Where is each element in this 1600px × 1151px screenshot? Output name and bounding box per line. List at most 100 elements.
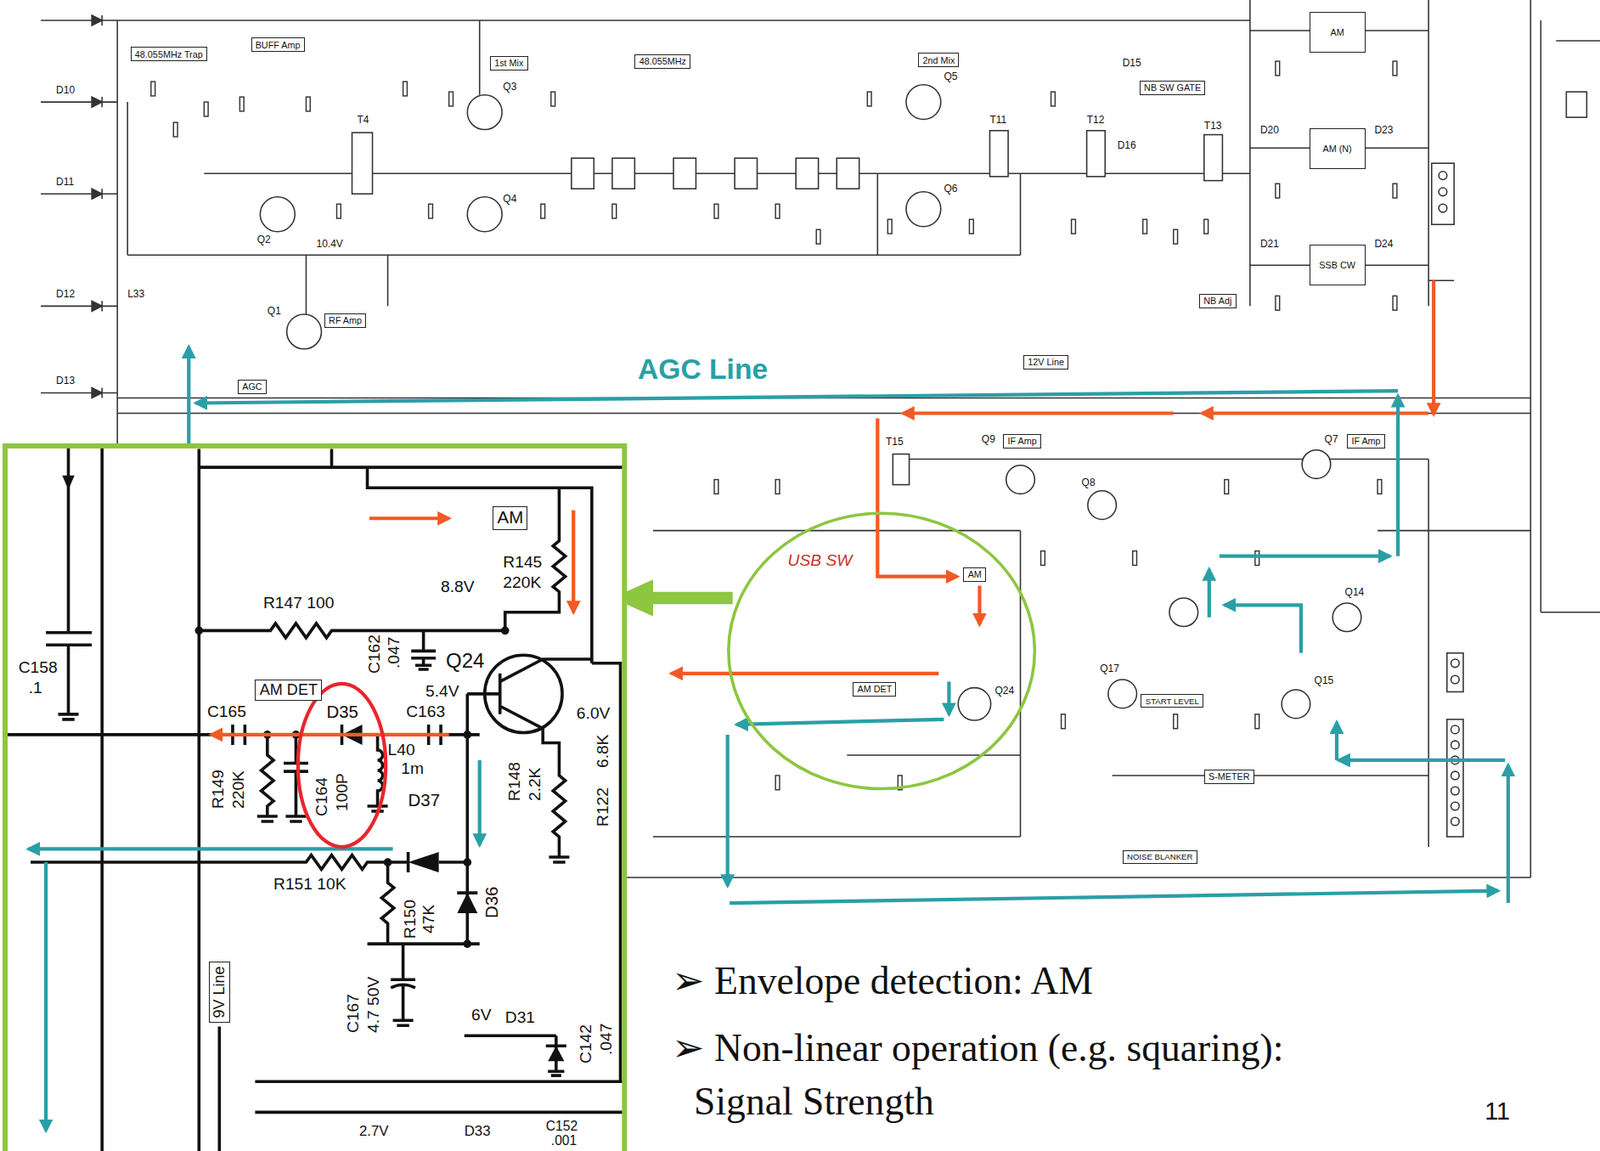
part-label: .047 xyxy=(384,636,404,669)
block-label: NB SW GATE xyxy=(1139,80,1206,96)
resistor-symbol xyxy=(1392,295,1398,310)
box-text: 48.055MHz Trap xyxy=(135,49,203,60)
schematic-ref: D11 xyxy=(56,176,74,189)
agc-path-arrow xyxy=(726,734,730,886)
resistor-symbol xyxy=(867,91,872,107)
part-label: R151 10K xyxy=(273,874,346,894)
inset-symbol-fill xyxy=(408,851,440,873)
inset-symbol-fill xyxy=(383,857,393,867)
highlight-circle xyxy=(728,512,1035,789)
transistor-symbol xyxy=(1169,597,1199,627)
block-label: NB Adj xyxy=(1199,293,1237,309)
filter-block: SSB CW xyxy=(1309,244,1366,286)
resistor-symbol xyxy=(428,203,434,219)
resistor-symbol xyxy=(887,219,892,234)
agc-path-arrow xyxy=(729,890,1499,903)
resistor-symbol xyxy=(403,81,408,96)
transistor-symbol xyxy=(259,197,295,232)
resistor-symbol xyxy=(1275,183,1280,198)
transistor-symbol xyxy=(957,687,991,721)
resistor-symbol xyxy=(1173,229,1178,244)
resistor-symbol xyxy=(1275,61,1280,76)
box-text: AM DET xyxy=(857,683,893,694)
highlight-ring xyxy=(298,683,386,847)
schematic-wiring xyxy=(91,15,102,398)
box-text: NB SW GATE xyxy=(1143,82,1201,93)
handwritten-note: USB SW xyxy=(788,551,853,570)
schematic-ref: Q2 xyxy=(257,234,271,247)
signal-path-arrow xyxy=(1201,411,1429,415)
inset-path-arrow xyxy=(28,510,575,1131)
connector-block xyxy=(1438,171,1448,181)
box-text: AM xyxy=(1330,27,1345,38)
resistor-symbol xyxy=(1173,714,1178,729)
signal-path-arrow xyxy=(977,585,981,626)
part-label: R147 100 xyxy=(263,593,334,613)
resistor-symbol xyxy=(151,81,156,96)
transformer-symbol xyxy=(989,130,1009,177)
block-label: 48.055MHz xyxy=(634,54,691,69)
box-text: START LEVEL xyxy=(1145,696,1200,706)
resistor-symbol xyxy=(551,91,556,107)
connector-block xyxy=(1451,816,1460,826)
box-text: AM DET xyxy=(259,681,318,699)
connector-block xyxy=(1566,91,1587,118)
block-label: AM xyxy=(963,567,986,582)
agc-path-arrow xyxy=(1338,758,1505,762)
resistor-symbol xyxy=(1392,61,1398,76)
block-label: START LEVEL xyxy=(1140,693,1204,708)
bullet-text: Signal Strength xyxy=(693,1079,935,1125)
transistor-symbol xyxy=(1281,689,1311,719)
resistor-symbol xyxy=(969,219,974,234)
part-label: D31 xyxy=(505,1008,536,1027)
part-label: 220K xyxy=(502,573,541,592)
part-label: C152 xyxy=(546,1118,578,1134)
transistor-symbol xyxy=(1006,465,1036,495)
inset-wiring xyxy=(484,654,563,733)
resistor-symbol xyxy=(1377,479,1382,495)
box-text: AM xyxy=(497,507,524,528)
block-label: 2nd Mix xyxy=(918,52,959,68)
transformer-symbol xyxy=(734,157,757,189)
transistor-symbol xyxy=(287,314,322,350)
part-label: D36 xyxy=(482,886,502,919)
part-label: C162 xyxy=(365,634,384,674)
inset-symbol-fill xyxy=(462,730,472,739)
part-label: R122 xyxy=(593,787,613,827)
inset-symbol-fill xyxy=(61,475,564,1062)
inset-wiring xyxy=(367,861,480,944)
connector-block xyxy=(1451,801,1460,811)
resistor-symbol xyxy=(540,203,546,219)
part-label: L40 xyxy=(388,740,416,760)
transformer-symbol xyxy=(892,454,909,485)
schematic-ref: D13 xyxy=(56,375,75,388)
box-text: S-METER xyxy=(1208,771,1251,782)
signal-line-label: AGC Line xyxy=(637,353,768,387)
connector-block xyxy=(1431,91,1588,837)
schematic-ref: Q14 xyxy=(1345,586,1365,599)
agc-path-arrow xyxy=(1335,721,1339,760)
part-label: C167 xyxy=(343,993,363,1033)
box-text: 12V Line xyxy=(1027,356,1065,367)
part-label: Q24 xyxy=(445,648,485,673)
inset-path-arrow xyxy=(571,510,575,613)
agc-path-arrow xyxy=(1224,604,1302,653)
agc-path-arrow xyxy=(196,390,1398,403)
box-text: AGC xyxy=(242,381,262,392)
part-label: R149 xyxy=(208,769,228,809)
transistor-symbol xyxy=(467,197,502,232)
part-label: .047 xyxy=(597,1023,616,1055)
block-label: RF Amp xyxy=(324,313,367,328)
schematic-ref: Q17 xyxy=(1099,663,1120,676)
zoom-arrow xyxy=(612,579,733,616)
resistor-symbol xyxy=(775,479,780,495)
inset-wiring xyxy=(45,445,625,1151)
inset-path-arrow xyxy=(211,732,450,737)
inset-symbol-fill xyxy=(462,857,472,867)
schematic-ref: 10.4V xyxy=(315,238,343,251)
part-label: D33 xyxy=(464,1122,491,1139)
schematic-ref: Q9 xyxy=(981,433,996,446)
part-label: 2.2K xyxy=(525,767,545,802)
part-label: 5.4V xyxy=(425,681,460,701)
resistor-symbol xyxy=(1224,479,1229,495)
